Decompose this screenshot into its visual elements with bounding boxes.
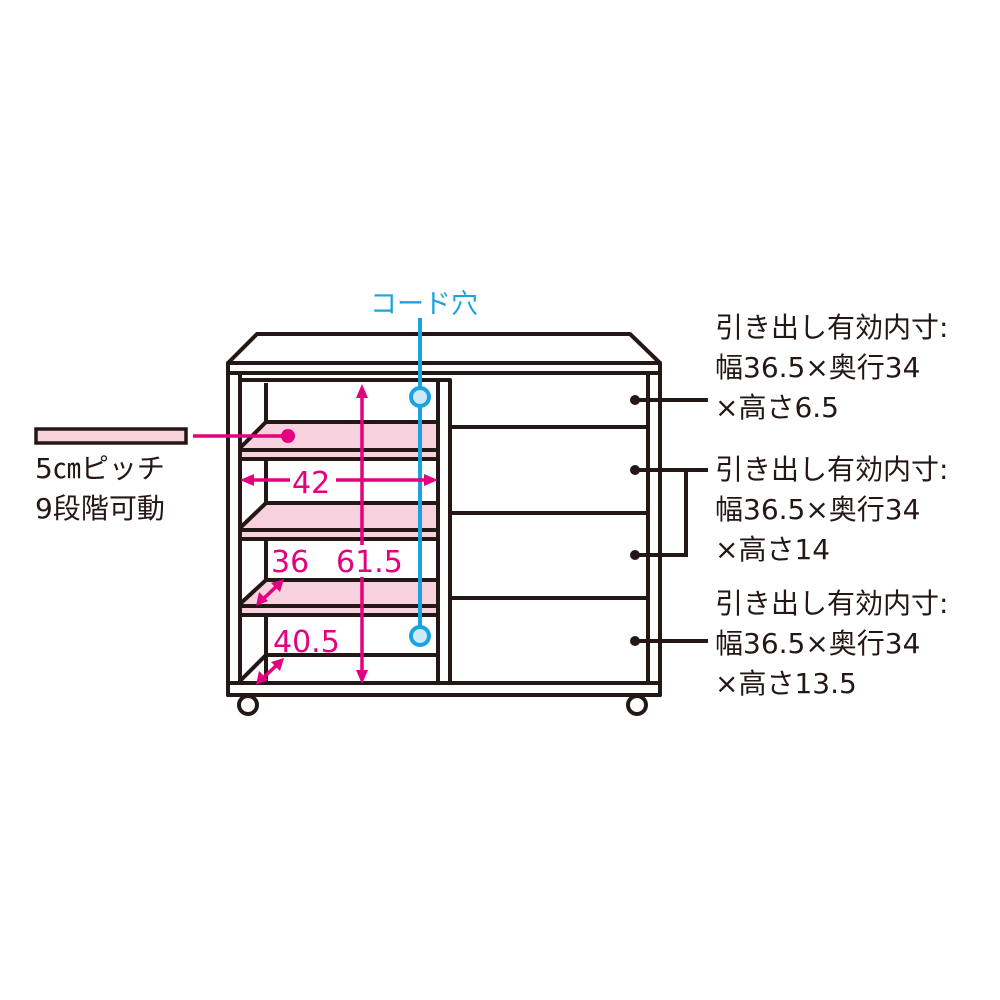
shelf-note-line1: 5㎝ピッチ <box>35 452 165 485</box>
shelf-2 <box>238 501 440 541</box>
svg-text:引き出し有効内寸:: 引き出し有効内寸: <box>715 311 948 344</box>
svg-text:×高さ14: ×高さ14 <box>715 533 830 566</box>
svg-text:幅36.5×奥行34: 幅36.5×奥行34 <box>715 493 920 526</box>
svg-text:引き出し有効内寸:: 引き出し有効内寸: <box>715 587 948 620</box>
shelf-pointer-dot <box>281 429 295 443</box>
drawer-note-2: 引き出し有効内寸: 幅36.5×奥行34 ×高さ14 <box>715 453 948 566</box>
cord-hole-bottom <box>409 625 431 647</box>
shelf-sample <box>34 427 188 445</box>
drawer-note-3: 引き出し有効内寸: 幅36.5×奥行34 ×高さ13.5 <box>715 587 948 700</box>
caster-left <box>237 694 259 716</box>
drawer-note-1: 引き出し有効内寸: 幅36.5×奥行34 ×高さ6.5 <box>715 311 948 424</box>
width-dimension: 42 <box>292 466 330 501</box>
divider <box>436 378 452 685</box>
caster-right <box>626 694 648 716</box>
top-board <box>226 332 662 365</box>
svg-text:幅36.5×奥行34: 幅36.5×奥行34 <box>715 351 920 384</box>
svg-text:幅36.5×奥行34: 幅36.5×奥行34 <box>715 627 920 660</box>
cord-hole-label: コード穴 <box>370 289 478 320</box>
svg-text:引き出し有効内寸:: 引き出し有効内寸: <box>715 453 948 486</box>
shelf-3 <box>238 578 440 617</box>
svg-text:×高さ13.5: ×高さ13.5 <box>715 667 857 700</box>
shelf-note-line2: 9段階可動 <box>35 492 165 525</box>
svg-text:×高さ6.5: ×高さ6.5 <box>715 391 839 424</box>
shelf-1 <box>238 420 440 461</box>
depth-upper-dimension: 36 <box>271 545 309 580</box>
height-dimension: 61.5 <box>336 545 403 580</box>
bottom-board <box>226 681 662 697</box>
cord-hole-top <box>409 386 431 408</box>
depth-lower-dimension: 40.5 <box>273 625 340 660</box>
